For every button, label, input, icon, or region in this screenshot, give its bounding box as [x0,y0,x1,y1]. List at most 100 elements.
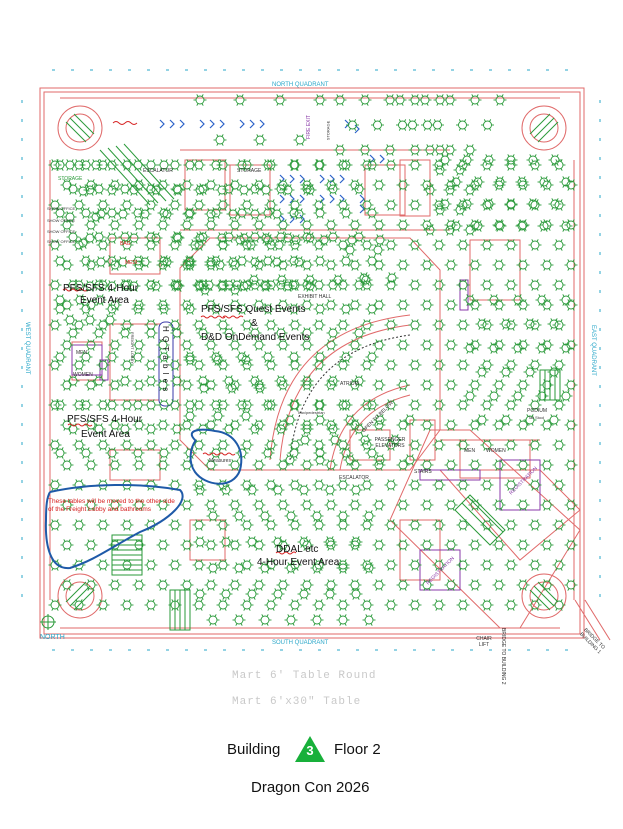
table-chair [543,468,546,471]
table-chair [471,188,474,191]
table-chair [63,459,66,462]
table-chair [188,499,191,502]
table-chair [435,439,438,442]
table-chair [495,468,498,471]
table-chair [165,159,168,162]
table-chair [56,248,59,251]
table-chair [243,216,246,219]
table-chair [123,168,126,171]
table-chair [111,468,114,471]
table-chair [363,359,366,362]
table-chair [290,207,293,210]
table-chair [334,432,337,435]
table-chair [355,336,358,339]
table-chair [351,428,354,431]
table-chair [428,308,431,311]
table-chair [339,288,342,291]
table-chair [164,508,167,511]
table-chair [440,328,443,331]
round-table [242,200,252,210]
table-chair [488,279,491,282]
table-chair [207,388,210,391]
table-chair [255,259,258,262]
table-chair [248,479,251,482]
table-chair [387,408,390,411]
round-table [98,200,108,210]
round-table [96,257,106,267]
table-chair [207,259,210,262]
table-chair [536,359,539,362]
table-chair [152,399,155,402]
table-chair [255,179,258,182]
table-chair [243,528,246,531]
round-table [350,460,360,470]
table-chair [139,303,142,306]
table-chair [219,199,222,202]
round-table [230,500,240,510]
table-chair [51,199,54,202]
table-chair [380,339,383,342]
table-chair [303,219,306,222]
round-table [398,380,408,390]
table-chair [404,228,407,231]
table-chair [108,255,111,258]
table-chair [329,231,332,234]
table-chair [464,408,467,411]
round-table [410,200,420,210]
table-chair [111,299,114,302]
round-table [224,424,234,434]
table-chair [126,183,129,186]
table-chair [373,456,376,459]
round-table [314,280,324,290]
table-chair [279,388,282,391]
table-chair [183,379,186,382]
round-table [315,352,325,362]
table-chair [200,359,203,362]
table-chair [428,548,431,551]
round-table [482,240,492,250]
round-table [170,240,180,250]
table-chair [82,456,85,459]
round-table [398,340,408,350]
table-chair [176,319,179,322]
round-table [170,400,180,410]
table-chair [207,459,210,462]
table-chair [63,268,66,271]
table-chair [219,168,222,171]
table-chair [139,168,142,171]
table-chair [236,299,239,302]
table-chair [234,208,237,211]
table-chair [63,308,66,311]
table-chair [524,299,527,302]
table-chair [123,359,126,362]
table-chair [342,351,345,354]
table-chair [404,348,407,351]
table-chair [87,388,90,391]
table-chair [447,508,450,511]
table-chair [236,588,239,591]
table-chair [387,199,390,202]
table-chair [387,479,390,482]
table-chair [243,351,246,354]
table-chair [113,360,116,363]
round-table [350,580,360,590]
table-chair [171,319,174,322]
table-chair [347,399,350,402]
round-table [434,240,444,250]
table-chair [147,432,150,435]
round-table [218,320,228,330]
table-chair [339,559,342,562]
round-table [494,380,504,390]
table-chair [548,339,551,342]
table-chair [260,548,263,551]
table-chair [84,185,87,188]
table-chair [392,328,395,331]
table-chair [99,368,102,371]
round-table [81,208,91,218]
table-chair [476,428,479,431]
table-chair [75,488,78,491]
table-chair [392,288,395,291]
table-chair [308,219,311,222]
table-chair [411,448,414,451]
table-chair [68,228,71,231]
